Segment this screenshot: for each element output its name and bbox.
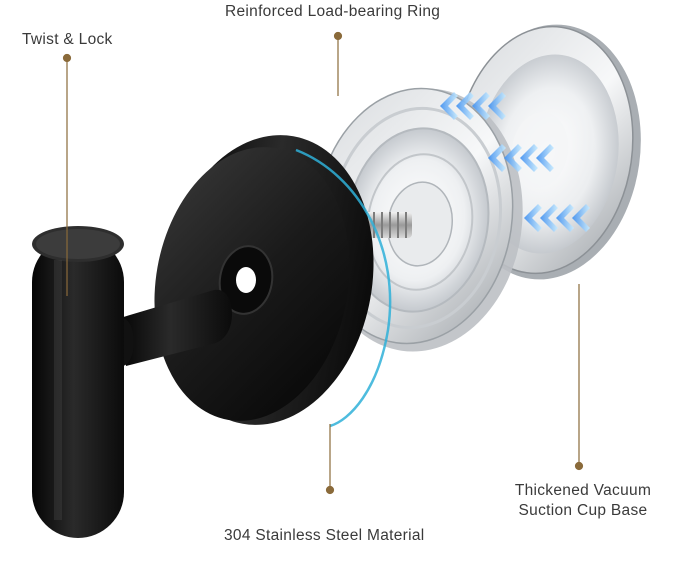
callout-base-line2: Suction Cup Base (518, 502, 648, 519)
arrow-icon-top (440, 92, 506, 120)
callout-ring-label: Reinforced Load-bearing Ring (225, 3, 441, 20)
hook (32, 226, 232, 538)
callout-twist-label: Twist & Lock (22, 31, 113, 48)
steel-mount-disc (154, 135, 392, 428)
arrow-icon-middle (488, 144, 554, 172)
callout-base-line1: Thickened Vacuum (514, 482, 652, 499)
arrow-icon-bottom (524, 204, 590, 232)
callout-base-label: Thickened Vacuum Suction Cup Base (488, 481, 678, 521)
leader-lines (62, 31, 584, 495)
callout-steel-label: 304 Stainless Steel Material (224, 527, 425, 544)
airflow-arrows (440, 92, 590, 232)
